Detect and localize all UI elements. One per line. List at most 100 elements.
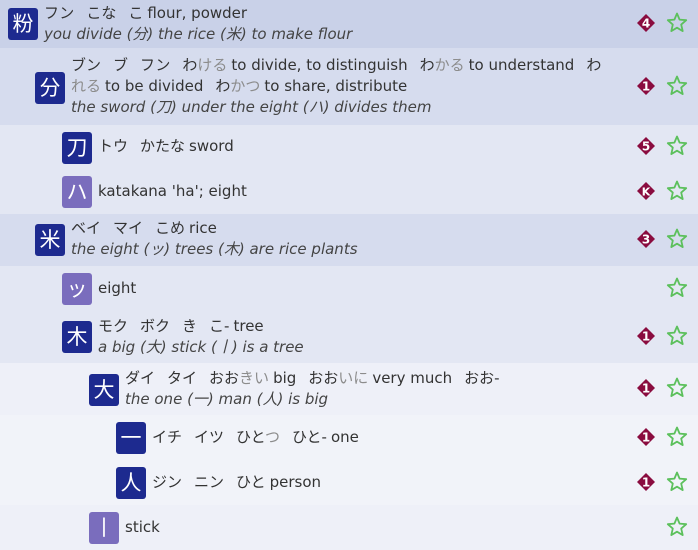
meaning: eight <box>98 279 137 297</box>
star-outline-icon[interactable] <box>665 11 689 35</box>
reading: イチ <box>152 428 183 446</box>
okurigana: れる <box>71 77 102 95</box>
kanji-tile[interactable]: 米 <box>35 224 65 256</box>
kanji-tile[interactable]: 大 <box>89 374 119 406</box>
reading: こ <box>128 4 144 22</box>
okurigana: きい <box>239 369 270 387</box>
okurigana: つ <box>264 428 280 446</box>
reading: おお- <box>464 369 500 387</box>
diamond-badge-icon: 5 <box>636 136 656 156</box>
diamond-badge-icon: 4 <box>636 13 656 33</box>
star-outline-icon[interactable] <box>665 376 689 400</box>
readings-line: イチイツひとつひと-one <box>152 427 359 448</box>
readings-line: stick <box>125 517 160 538</box>
reading: ベイ <box>71 219 102 237</box>
diamond-badge-icon: 1 <box>636 76 656 96</box>
reading: フン <box>140 56 171 74</box>
list-item: 一 イチイツひとつひと-one 1 <box>0 415 698 460</box>
readings-line: katakana 'ha'; eight <box>98 181 247 202</box>
reading: ダイ <box>125 369 156 387</box>
meaning: tree <box>233 317 264 335</box>
meaning: katakana 'ha'; eight <box>98 182 247 200</box>
reading: ブン <box>71 56 102 74</box>
meaning: flour, powder <box>147 4 248 22</box>
star-outline-icon[interactable] <box>665 324 689 348</box>
reading: マイ <box>113 219 144 237</box>
star-outline-icon[interactable] <box>665 227 689 251</box>
kanji-tile[interactable]: ハ <box>62 176 92 208</box>
mnemonic: a big (大) stick (丨) is a tree <box>98 338 304 356</box>
kanji-tile[interactable]: ッ <box>62 273 92 305</box>
star-outline-icon[interactable] <box>665 470 689 494</box>
reading: モク <box>98 317 129 335</box>
reading: おお <box>308 369 339 387</box>
meaning: rice <box>189 219 217 237</box>
meaning: to share, distribute <box>264 77 408 95</box>
kanji-tile[interactable]: 粉 <box>8 8 38 40</box>
star-outline-icon[interactable] <box>665 74 689 98</box>
mnemonic: the eight (ッ) trees (木) are rice plants <box>71 240 358 258</box>
meaning: big <box>273 369 297 387</box>
list-item: ッ eight <box>0 266 698 311</box>
badge-label: 1 <box>642 330 650 344</box>
meaning: sword <box>189 137 234 155</box>
meaning: to understand <box>468 56 575 74</box>
meaning: to be divided <box>105 77 204 95</box>
reading: おお <box>209 369 240 387</box>
kanji-tile[interactable]: 一 <box>116 422 146 454</box>
kanji-tile[interactable]: 刀 <box>62 132 92 164</box>
readings-line: eight <box>98 278 136 299</box>
kanji-tile[interactable]: 分 <box>35 72 65 104</box>
mnemonic: you divide (分) the rice (米) to make flou… <box>44 25 353 43</box>
reading: わ <box>182 56 198 74</box>
diamond-badge-icon: K <box>636 181 656 201</box>
badge-label: 1 <box>642 431 650 445</box>
reading: わ <box>419 56 435 74</box>
kanji-tile[interactable]: 丨 <box>89 512 119 544</box>
mnemonic: the one (一) man (人) is big <box>125 390 329 408</box>
reading: フン <box>44 4 75 22</box>
kanji-tile[interactable]: 人 <box>116 467 146 499</box>
badge-label: 3 <box>642 233 650 247</box>
list-item: 木 モクボクきこ-tree a big (大) stick (丨) is a t… <box>0 311 698 363</box>
okurigana: いに <box>338 369 369 387</box>
okurigana: ける <box>197 56 228 74</box>
reading: ひと <box>236 428 265 446</box>
badge-label: K <box>642 186 651 199</box>
badge-label: 1 <box>642 382 650 396</box>
okurigana: かる <box>434 56 465 74</box>
reading: タイ <box>167 369 198 387</box>
reading: ひと- <box>292 428 327 446</box>
okurigana: かつ <box>230 77 261 95</box>
star-outline-icon[interactable] <box>665 179 689 203</box>
reading: ジン <box>152 473 183 491</box>
badge-label: 1 <box>642 80 650 94</box>
diamond-badge-icon: 1 <box>636 472 656 492</box>
meaning: person <box>269 473 322 491</box>
star-outline-icon[interactable] <box>665 276 689 300</box>
kanji-tile[interactable]: 木 <box>62 321 92 353</box>
mnemonic: the sword (刀) under the eight (ハ) divide… <box>71 98 432 116</box>
reading: イツ <box>194 428 225 446</box>
reading: わ <box>586 56 602 74</box>
reading: トウ <box>98 137 129 155</box>
star-outline-icon[interactable] <box>665 515 689 539</box>
star-outline-icon[interactable] <box>665 425 689 449</box>
list-item: 丨 stick <box>0 505 698 550</box>
star-outline-icon[interactable] <box>665 134 689 158</box>
diamond-badge-icon: 3 <box>636 229 656 249</box>
readings-line: モクボクきこ-tree <box>98 316 264 337</box>
reading: こ- <box>209 317 230 335</box>
reading: かたな <box>140 137 186 155</box>
reading: わ <box>215 77 231 95</box>
